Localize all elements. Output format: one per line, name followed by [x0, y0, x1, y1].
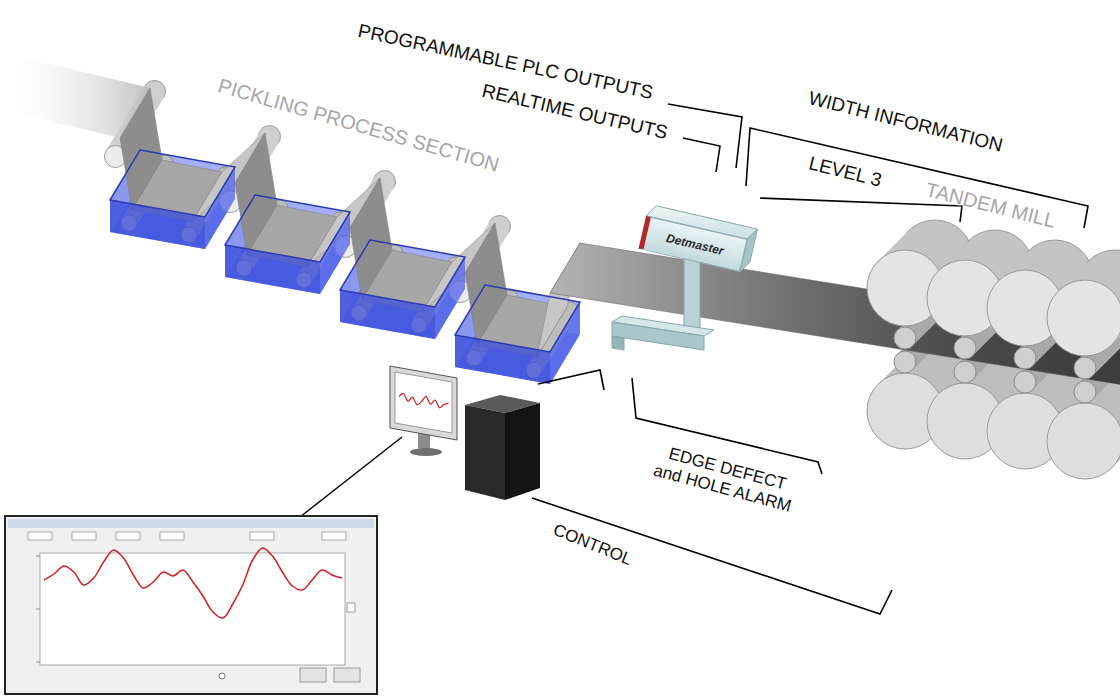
axis-tick: [36, 609, 40, 610]
backup-roll-front: [1047, 403, 1120, 479]
tank-rim: [110, 150, 235, 217]
computer-side: [505, 403, 540, 500]
work-roll-front: [1074, 381, 1096, 403]
axis-tick: [36, 662, 40, 663]
scanner-arm-front: [612, 322, 704, 350]
alarm-label: EDGE DEFECT and HOLE ALARM: [647, 440, 802, 517]
tank-side-face: [550, 302, 580, 384]
section-label: PICKLING PROCESS SECTION: [215, 74, 501, 176]
axis-tick: [36, 556, 40, 557]
computer-front: [465, 405, 505, 500]
input-field: [250, 532, 274, 540]
scroll-box: [347, 603, 355, 612]
steel-strip: [550, 243, 1120, 386]
monitor-frame: [390, 366, 457, 440]
monitor-base: [410, 448, 442, 456]
bracket-line: [538, 370, 604, 390]
section-label: TANDEM MILL: [923, 178, 1058, 232]
level-label: LEVEL 3: [806, 152, 883, 191]
input-field: [28, 532, 52, 540]
dialog-button: [334, 668, 360, 682]
work-roll-front: [1074, 357, 1096, 379]
computer-group: [390, 366, 540, 500]
input-field: [322, 532, 346, 540]
scanner-head: Detmaster: [639, 216, 748, 273]
input-field: [72, 532, 96, 540]
tank-front-face: [455, 335, 550, 384]
tank-front-face: [225, 245, 320, 294]
bracket-group: [300, 104, 1088, 614]
device-label: Detmaster: [655, 229, 734, 260]
work-roll-front: [894, 327, 916, 349]
tank-rim: [225, 195, 350, 262]
scanner-frame-group: [612, 258, 714, 350]
dialog-button: [300, 668, 326, 682]
scanner-foot: [612, 336, 624, 350]
window-title-bar: [8, 519, 374, 528]
tank-front-face: [110, 200, 205, 249]
monitor-screen: [395, 372, 452, 433]
signal-curve: [44, 548, 342, 618]
monitor-waveform: [399, 393, 449, 407]
bracket-line: [532, 498, 892, 614]
radio-button: [219, 673, 225, 679]
tank-back-group: [110, 150, 580, 384]
work-roll-front: [954, 337, 976, 359]
input-field: [116, 532, 140, 540]
tank-front-group: [110, 150, 580, 384]
input-field: [160, 532, 184, 540]
work-roll-front: [1014, 347, 1036, 369]
screenshot-inset: [5, 516, 377, 694]
work-roll-front: [1014, 371, 1036, 393]
bracket-line: [668, 104, 742, 168]
bracket-line: [683, 138, 720, 172]
chart-area: [40, 553, 345, 665]
leader-line: [300, 437, 402, 517]
tank-rim: [340, 240, 465, 307]
mill-top-group: [867, 220, 1120, 379]
window-frame: [5, 516, 377, 694]
work-roll-front: [954, 361, 976, 383]
work-roll-front: [894, 351, 916, 373]
info-label: WIDTH INFORMATION: [806, 87, 1004, 156]
backup-roll-front: [1047, 280, 1120, 356]
main-strip-group: [550, 243, 1120, 386]
control-label: CONTROL: [550, 520, 634, 569]
tank-front-face: [340, 290, 435, 339]
